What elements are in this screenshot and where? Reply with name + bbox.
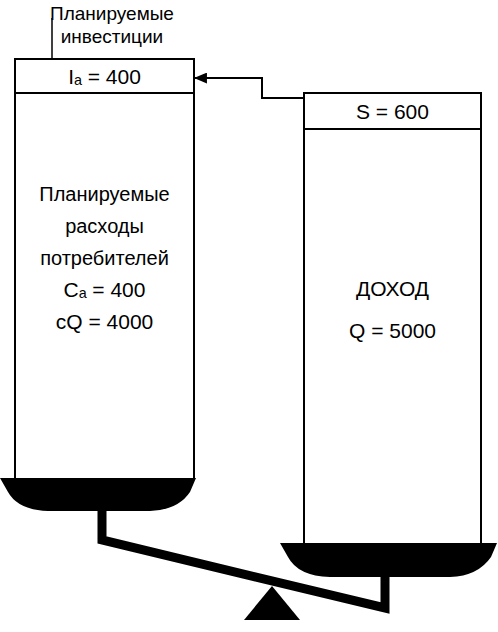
consumption-cell: Планируемые расходы потребителейCₐ = 400…: [14, 92, 195, 480]
value-label: cQ = 4000: [56, 306, 153, 338]
cell-heading: Планируемые инвестиции: [26, 2, 198, 48]
income-cell: ДОХОД Q = 5000: [303, 128, 482, 545]
value-label: S = 600: [356, 99, 429, 125]
cell-heading: Планируемые расходы потребителей: [30, 178, 180, 274]
saving-cell: S = 600: [303, 92, 482, 130]
investment-cell: Планируемые инвестицииIₐ = 400: [14, 58, 195, 94]
cell-heading: ДОХОД: [356, 274, 429, 304]
flow-arrow: [195, 78, 303, 98]
value-label: Cₐ = 400: [64, 274, 146, 306]
fulcrum: [244, 586, 300, 620]
right-pan: [280, 543, 497, 577]
value-label: Iₐ = 400: [68, 64, 141, 90]
left-pan: [0, 478, 196, 511]
value-label: Q = 5000: [349, 316, 436, 346]
